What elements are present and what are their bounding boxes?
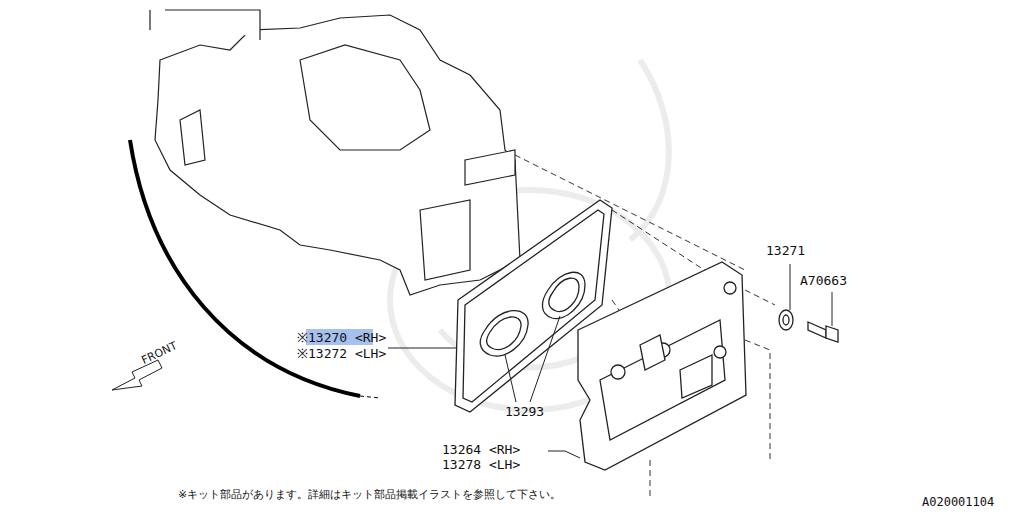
- front-arrow: [112, 360, 162, 390]
- callout-number: 13264 <RH>: [442, 443, 520, 456]
- note-text: ※キット部品があります。詳細はキット部品掲載イラストを参照して下さい。: [178, 489, 561, 500]
- callout-number: ※13272 <LH>: [297, 347, 386, 360]
- callout-number: 13293: [505, 405, 544, 418]
- callout-number: ※13270 <RH>: [297, 331, 386, 344]
- callout-number: A70663: [800, 274, 847, 287]
- bolt-washer: [779, 310, 838, 342]
- valve-cover: [578, 262, 746, 470]
- callout-number: 13271: [766, 244, 805, 257]
- leader-lines: [388, 264, 832, 458]
- figure-id: A020001104: [922, 496, 994, 508]
- callout-number: 13278 <LH>: [442, 458, 520, 471]
- engine-outline: [150, 10, 520, 295]
